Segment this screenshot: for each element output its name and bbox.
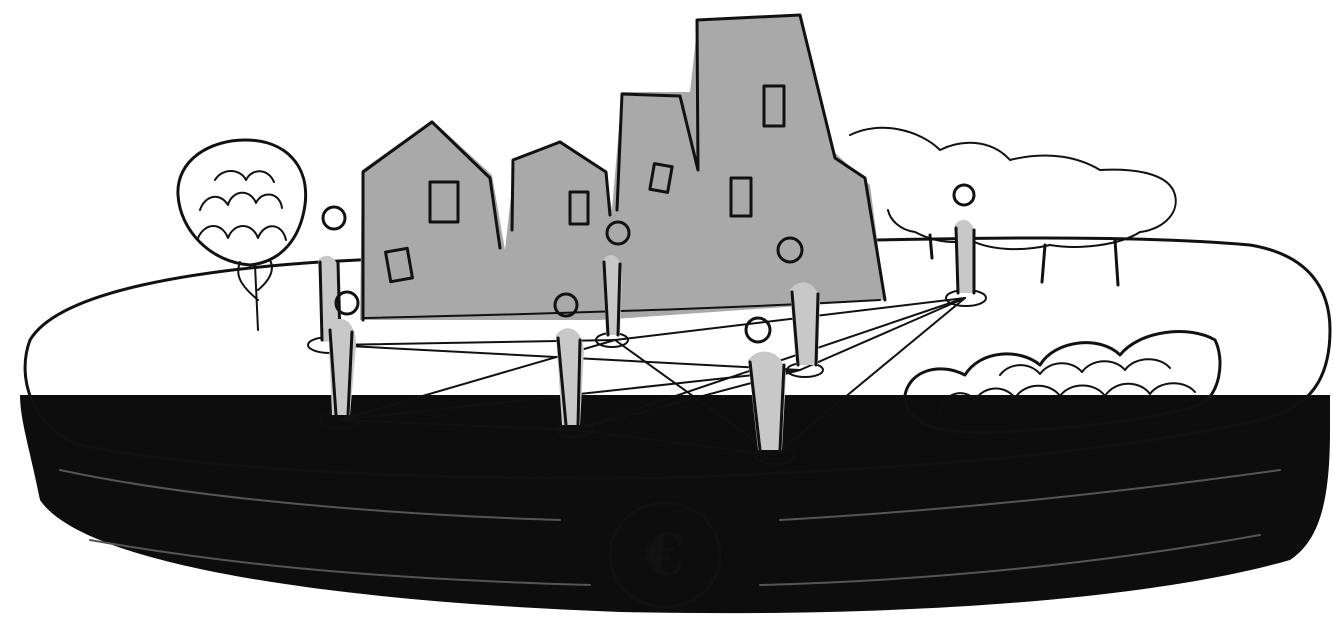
trees-right-icon <box>850 128 1176 285</box>
tree-icon <box>178 140 306 330</box>
buildings-icon <box>360 14 885 320</box>
person-figure <box>946 185 986 306</box>
euro-symbol: € <box>644 521 685 589</box>
